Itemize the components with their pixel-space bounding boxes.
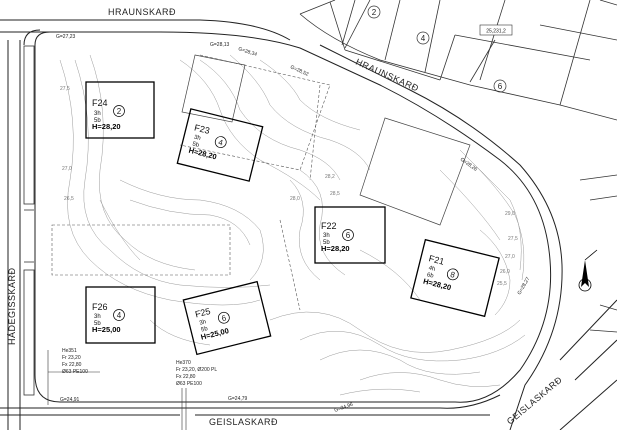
service-pipes xyxy=(47,350,187,430)
contour-label: 27,5 xyxy=(60,86,70,92)
parcel-code: 25,231,2 xyxy=(486,29,506,35)
elevation-label: G=28,13 xyxy=(210,42,230,48)
lot-F22: F22 3h 5b H=28,20 6 xyxy=(314,206,386,264)
lot-id: F22 xyxy=(321,221,337,231)
lot-units: 5b xyxy=(94,118,101,124)
contour-label: 27,5 xyxy=(508,236,518,242)
lot-F25: F25 3h 5b H=25,00 6 xyxy=(182,280,272,356)
street-label-hraunskard-top: HRAUNSKARÐ xyxy=(108,7,176,17)
lot-units: 5b xyxy=(323,240,330,246)
contour-label: 27,0 xyxy=(505,254,515,260)
lot-floors: 3h xyxy=(94,314,101,320)
parcel-code-box xyxy=(479,24,513,36)
lot-number: 2 xyxy=(117,107,122,116)
dashed-buildlines xyxy=(51,54,331,311)
lot-floors: 3h xyxy=(94,111,101,117)
neighbor-number-2: 2 xyxy=(372,8,377,17)
lot-floors: 3h xyxy=(199,319,207,326)
lot-units: 6b xyxy=(426,272,435,280)
parking-blocks-left xyxy=(23,45,35,396)
service-text: He370 xyxy=(176,360,191,366)
contour-label: 26,5 xyxy=(64,196,74,202)
elevation-label: G=27,23 xyxy=(56,34,76,40)
north-arrow-icon xyxy=(578,249,598,292)
service-annotation-right: He370 Fr 23,20, Ø200 PL Fx 22,80 Ø63 PE1… xyxy=(176,360,217,387)
neighbor-plots xyxy=(299,0,617,333)
lot-id: F23 xyxy=(193,122,210,135)
service-text: Fr 23,20, Ø200 PL xyxy=(176,367,217,373)
elevation-label: G=24,91 xyxy=(60,397,80,403)
lot-number: 6 xyxy=(346,231,351,240)
lot-floors: 4h xyxy=(428,265,436,272)
lot-id: F24 xyxy=(92,98,108,108)
contour-label: 26,0 xyxy=(500,269,510,275)
lot-units: 5b xyxy=(192,141,201,149)
contour-label: 28,0 xyxy=(290,196,300,202)
existing-outlines xyxy=(181,54,471,226)
lot-id: F25 xyxy=(194,306,211,319)
lot-number: 8 xyxy=(449,270,456,280)
service-text: Fx 22,80 xyxy=(176,374,196,380)
lot-number: 4 xyxy=(117,311,122,320)
contour-label: 27,0 xyxy=(62,166,72,172)
service-text: Fr 23,20 xyxy=(62,355,81,361)
elevation-label: G=28,34 xyxy=(237,46,257,58)
lot-height: H=28,20 xyxy=(321,244,350,253)
site-boundary xyxy=(0,19,617,430)
contour-label: 28,5 xyxy=(330,191,340,197)
lot-height: H=28,20 xyxy=(92,122,121,131)
lot-height: H=25,00 xyxy=(92,325,121,334)
lot-id: F26 xyxy=(92,302,108,312)
street-label-geislaskard-bottom: GEISLASKARÐ xyxy=(209,417,278,427)
lot-F24: F24 3h 5b H=28,20 2 xyxy=(85,81,155,139)
service-text: Fx 22,80 xyxy=(62,362,82,368)
lot-number: 6 xyxy=(221,313,228,323)
service-text: He351 xyxy=(62,348,77,354)
lot-id: F21 xyxy=(428,253,445,266)
neighbor-number-6: 6 xyxy=(498,82,503,91)
elevation-label: G=24,79 xyxy=(228,396,248,402)
lot-floors: 3h xyxy=(193,135,201,142)
street-label-hadegisskard: HÁDEGISSKARÐ xyxy=(7,267,17,345)
contour-label: 25,5 xyxy=(497,281,507,287)
lot-units: 5b xyxy=(201,326,210,334)
neighbor-number-4: 4 xyxy=(421,34,426,43)
neighbor-circles: 2 4 6 xyxy=(367,5,507,93)
lot-number: 4 xyxy=(217,138,224,148)
service-text: Ø63 PE100 xyxy=(176,381,202,387)
lot-F21: F21 4h 6b H=28,20 8 xyxy=(410,238,500,318)
lot-F26: F26 3h 5b H=25,00 4 xyxy=(85,286,156,344)
contour-labels: 27,5 27,0 26,5 28,0 28,2 29,0 27,5 27,0 … xyxy=(60,86,518,287)
lot-floors: 3h xyxy=(323,233,330,239)
contour-label: 29,0 xyxy=(505,211,515,217)
contour-label: 28,2 xyxy=(325,174,335,180)
lot-units: 5b xyxy=(94,321,101,327)
